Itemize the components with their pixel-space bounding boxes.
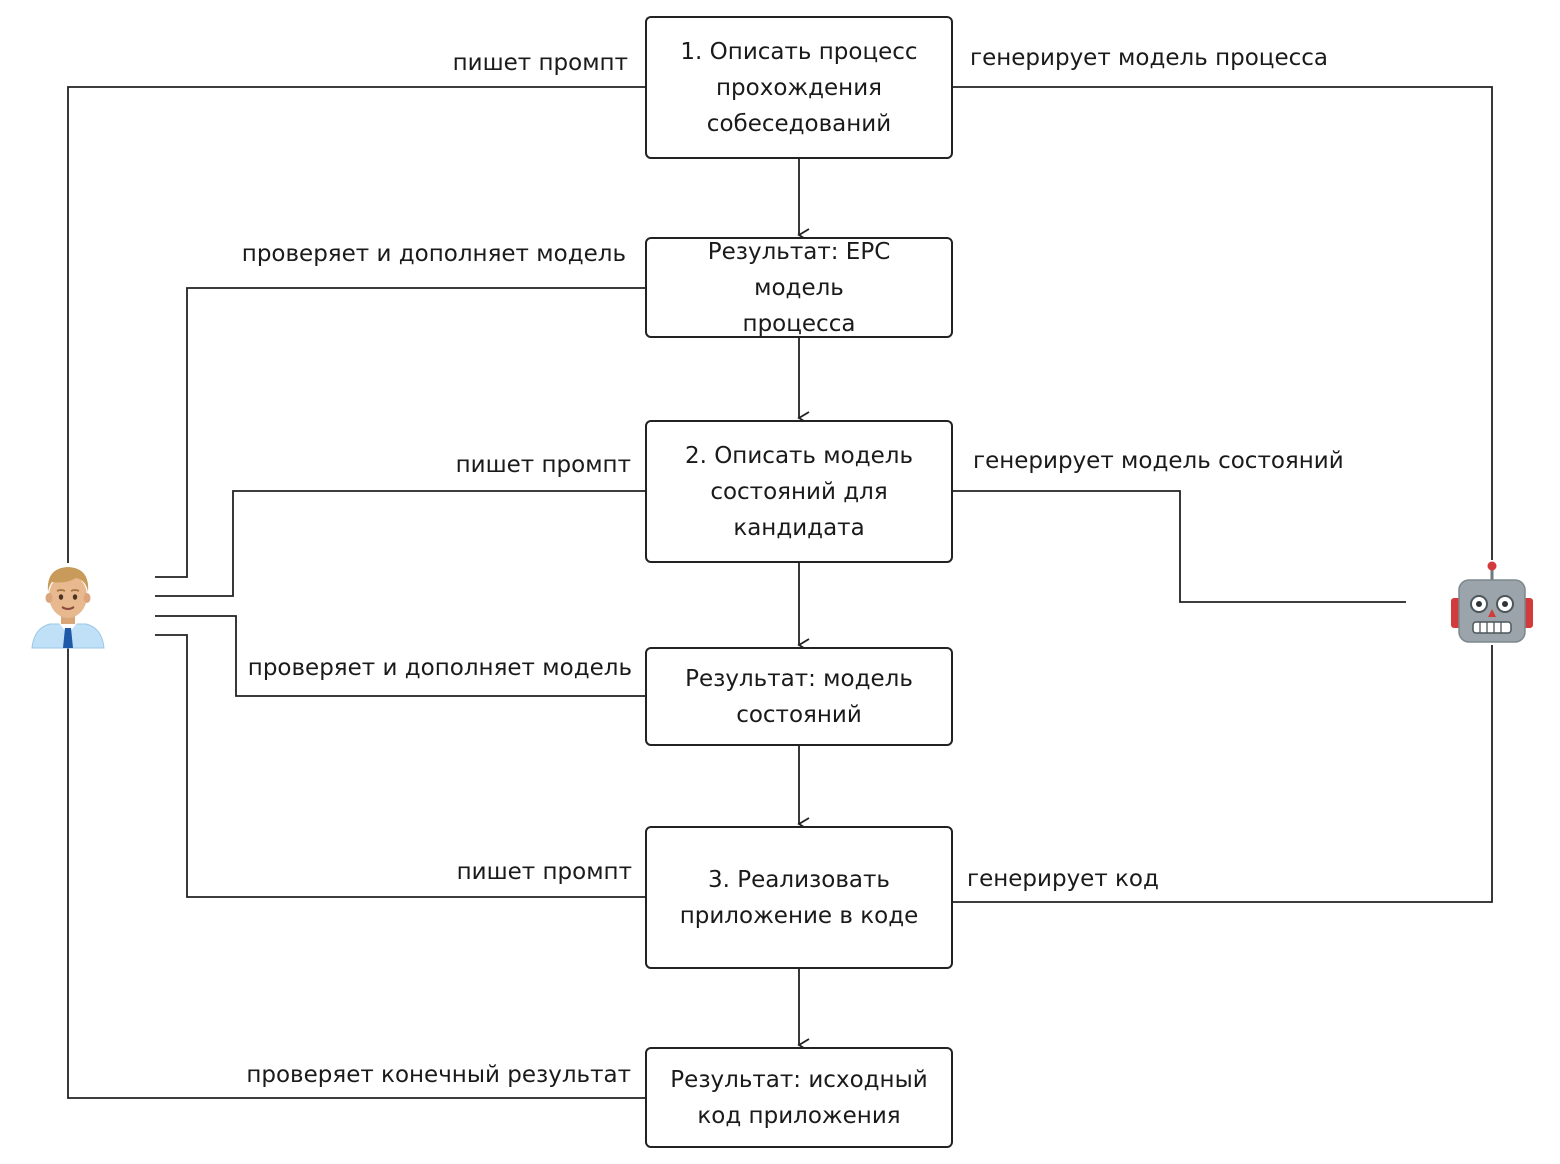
result2-state-model-node: Результат: модель состояний [645,647,953,746]
step3-implement-app-node: 3. Реализовать приложение в коде [645,826,953,969]
edge-robot-generate2 [953,490,1406,603]
step1-describe-process-node: 1. Описать процесс прохождения собеседов… [645,16,953,159]
result1-epc-model-node: Результат: EPC модель процесса [645,237,953,338]
label-human-prompt2: пишет промпт [455,452,631,478]
robot-icon [1449,560,1535,646]
label-human-review3: проверяет конечный результат [246,1062,631,1088]
label-robot-generate2: генерирует модель состояний [973,448,1344,474]
edge-human-review3 [67,648,645,1099]
edge-robot-generate1 [953,86,1493,560]
result3-source-code-node: Результат: исходный код приложения [645,1047,953,1148]
label-human-review1: проверяет и дополняет модель [241,241,626,267]
label-human-review2: проверяет и дополняет модель [247,655,632,681]
man-office-worker-icon [30,562,106,650]
edge-human-prompt2 [155,490,645,597]
label-human-prompt3: пишет промпт [456,859,632,885]
label-robot-generate3: генерирует код [967,866,1159,892]
label-robot-generate1: генерирует модель процесса [970,45,1328,71]
edge-human-prompt1 [67,86,645,563]
edge-human-review2 [155,615,645,697]
edge-human-review1 [155,287,645,578]
step2-describe-state-model-node: 2. Описать модель состояний для кандидат… [645,420,953,563]
edge-human-prompt3 [155,634,645,898]
edge-robot-generate3 [953,645,1493,903]
label-human-prompt1: пишет промпт [452,50,628,76]
